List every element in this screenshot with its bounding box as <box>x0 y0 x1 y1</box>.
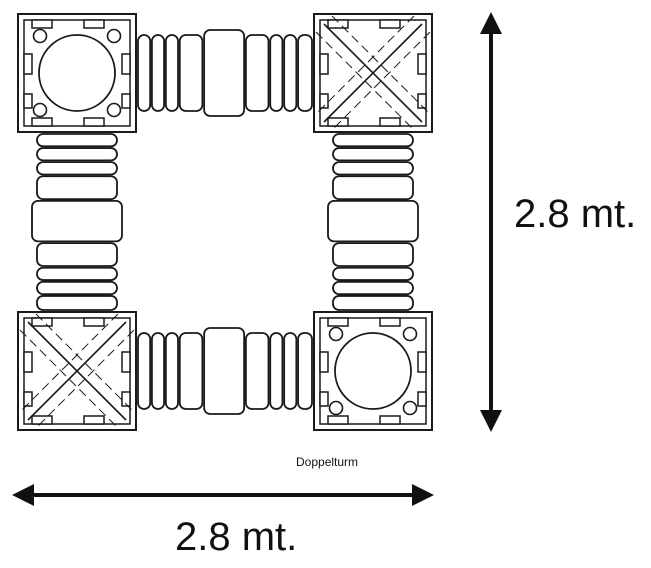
horizontal-dimension-arrow <box>12 484 434 506</box>
module-bottom-right-round-platform <box>313 311 433 431</box>
diagram-caption: Doppelturm <box>296 455 359 469</box>
vertical-dimension-arrow <box>480 12 502 432</box>
top-bridge <box>137 29 313 117</box>
module-top-left-round-platform <box>17 13 137 133</box>
module-bottom-left-cross-platform <box>17 311 137 431</box>
horizontal-dimension-label: 2.8 mt. <box>175 515 298 559</box>
vertical-dimension-label: 2.8 mt. <box>514 192 637 236</box>
right-bridge <box>327 133 419 311</box>
module-top-right-cross-platform <box>313 13 433 133</box>
bottom-bridge <box>137 327 313 415</box>
left-bridge <box>31 133 123 311</box>
